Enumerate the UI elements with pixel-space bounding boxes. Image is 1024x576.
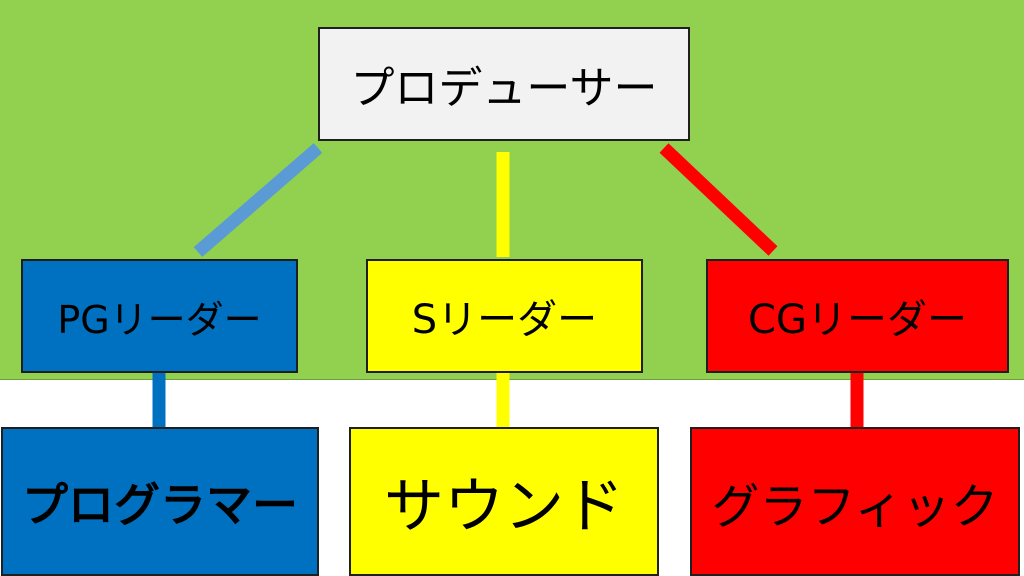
- s-leader-label: Sリーダー: [411, 297, 598, 343]
- s-member-box: サウンド: [349, 427, 659, 576]
- connector-producer-to-pg: [193, 143, 323, 257]
- cg-leader-label: CGリーダー: [748, 297, 967, 343]
- pg-leader-label: PGリーダー: [57, 297, 262, 342]
- cg-member-box: グラフィック: [690, 427, 1020, 576]
- cg-leader-box: CGリーダー: [706, 259, 1009, 373]
- connector-producer-to-cg: [659, 143, 778, 256]
- producer-label: プロデューサー: [350, 63, 658, 114]
- s-leader-box: Sリーダー: [366, 259, 643, 373]
- s-member-label: サウンド: [384, 472, 624, 542]
- pg-member-label: プログラマー: [22, 477, 298, 532]
- pg-leader-box: PGリーダー: [21, 259, 298, 373]
- producer-box: プロデューサー: [318, 27, 690, 141]
- cg-member-label: グラフィック: [711, 478, 999, 535]
- pg-member-box: プログラマー: [1, 427, 319, 576]
